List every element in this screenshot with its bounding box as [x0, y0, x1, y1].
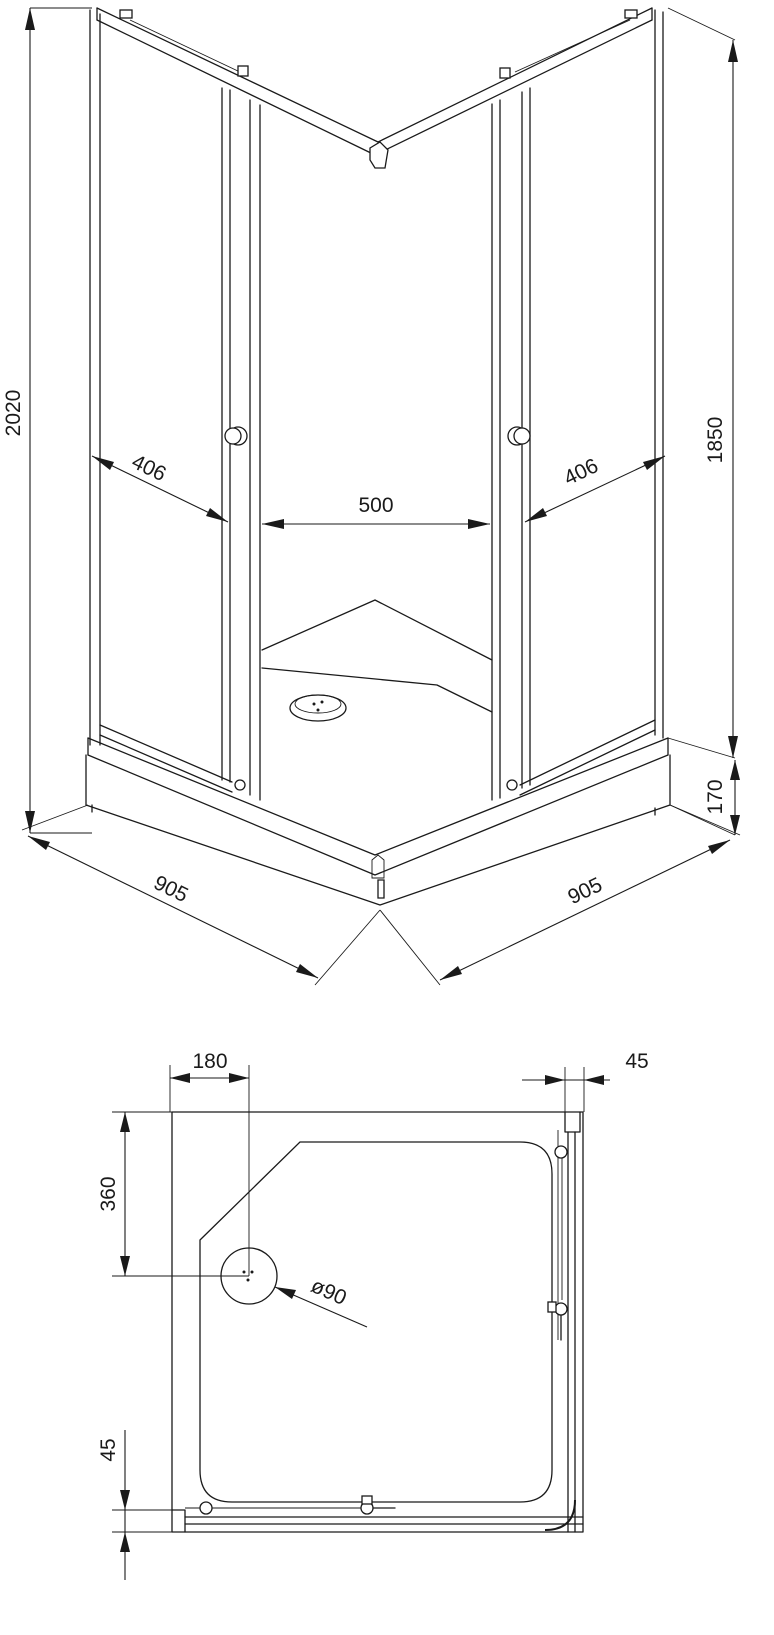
dim-door-opening-label: 500	[358, 494, 393, 517]
tray-base	[85, 737, 671, 906]
bottom-rail	[171, 1495, 584, 1533]
dim-right-depth-label: 905	[564, 873, 606, 909]
dim-left-panel: 406	[91, 450, 229, 523]
dim-frame-bottom-label: 45	[97, 1438, 120, 1461]
dim-drain-y: 360	[97, 1111, 249, 1277]
dim-drain-y-label: 360	[97, 1176, 120, 1211]
dim-height-total: 2020	[2, 7, 92, 834]
dim-drain-x-label: 180	[192, 1050, 227, 1073]
dim-frame-bottom: 45	[97, 1430, 172, 1580]
iso-view: 2020 1850 170 406	[2, 7, 741, 986]
dim-right-panel: 406	[524, 454, 666, 523]
dim-left-depth-label: 905	[150, 871, 192, 907]
inner-basin	[199, 1141, 553, 1503]
dim-right-panel-label: 406	[560, 454, 602, 490]
dim-frame-side: 45	[522, 1050, 649, 1112]
dim-left-depth: 905	[21, 804, 381, 986]
tray-interior	[261, 599, 493, 722]
top-frame	[96, 7, 653, 169]
dim-door-opening: 500	[262, 494, 490, 529]
dim-drain-diameter: ø90	[274, 1274, 368, 1328]
right-rail	[544, 1111, 581, 1533]
dim-frame-side-label: 45	[625, 1050, 648, 1073]
dim-left-panel-label: 406	[128, 450, 170, 486]
dim-door-height: 1850	[667, 7, 738, 759]
tray-outline	[171, 1111, 584, 1533]
dim-tray-height-label: 170	[704, 779, 727, 814]
dim-height-total-label: 2020	[2, 390, 25, 437]
dim-drain-diameter-label: ø90	[307, 1274, 349, 1310]
dim-door-height-label: 1850	[704, 417, 727, 464]
dim-tray-height: 170	[669, 760, 741, 836]
left-wall	[89, 9, 261, 801]
dim-drain-x: 180	[169, 1050, 250, 1276]
plan-view: 180 360 ø90 45	[97, 1050, 649, 1580]
right-wall	[491, 9, 664, 801]
